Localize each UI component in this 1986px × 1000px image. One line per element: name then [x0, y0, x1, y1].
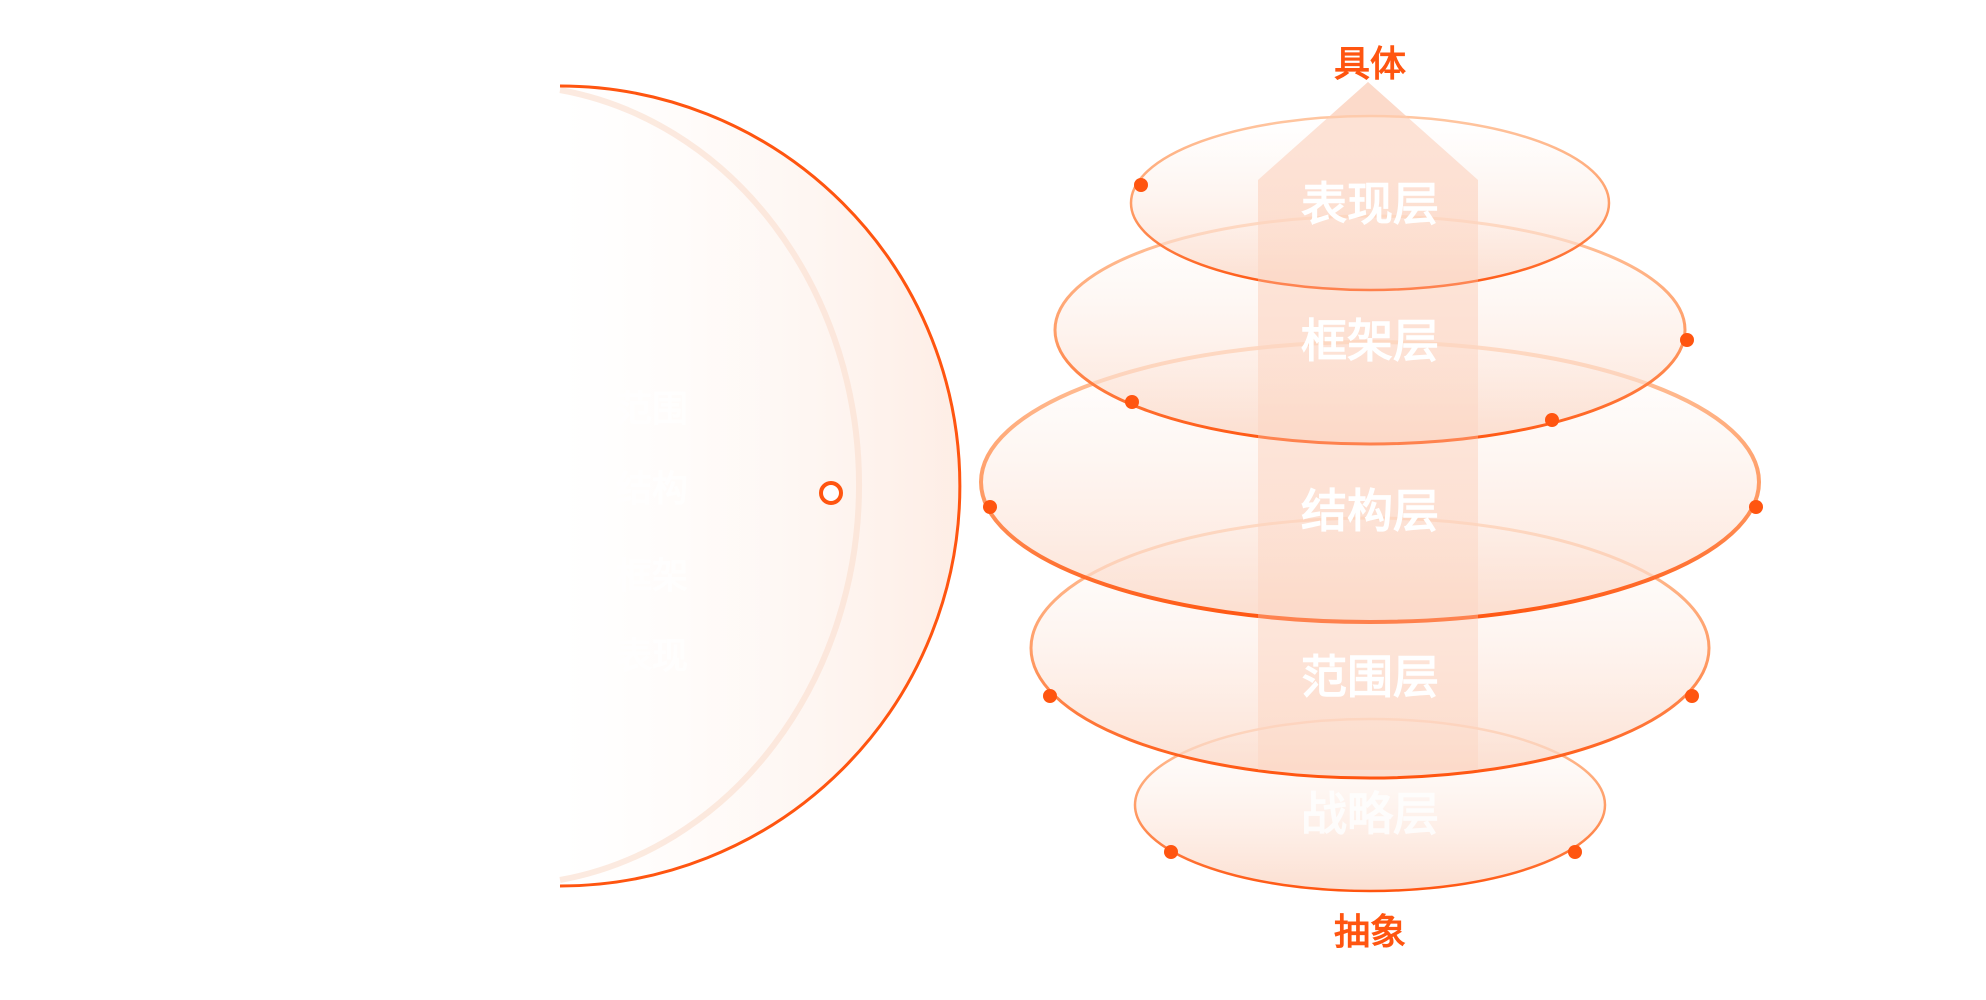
faint-label-2: 结构 [616, 469, 688, 510]
sphere-inner-arc [559, 87, 863, 883]
dot-icon [1043, 689, 1057, 703]
dot-icon [1545, 413, 1559, 427]
layer-stack: 表现层 框架层 结构层 范围层 战略层 具体 抽象 [979, 44, 1763, 953]
left-sphere: 范围 结构 框架 表现 [559, 84, 962, 888]
layer-dots [983, 178, 1763, 859]
sphere-fill [560, 86, 960, 886]
dot-icon [1134, 178, 1148, 192]
layer-label-structure: 结构层 [1301, 484, 1439, 538]
faint-label-4: 表现 [616, 636, 688, 677]
layer-label-strategy: 战略层 [1301, 787, 1439, 841]
faint-label-3: 框架 [616, 556, 688, 597]
layer-label-surface: 表现层 [1301, 177, 1439, 231]
dot-icon [983, 500, 997, 514]
sphere-handle-icon [819, 481, 843, 505]
dot-icon [1685, 689, 1699, 703]
layer-ellipse-surface [1129, 114, 1611, 292]
dot-icon [1680, 333, 1694, 347]
faint-label-1: 范围 [616, 389, 688, 430]
layer-label-framework: 框架层 [1301, 314, 1439, 368]
top-label: 具体 [1334, 44, 1406, 85]
dot-icon [1125, 395, 1139, 409]
dot-icon [1164, 845, 1178, 859]
layer-label-scope: 范围层 [1301, 650, 1439, 704]
arrow-overlay [1258, 82, 1478, 770]
sphere-outline [559, 84, 962, 888]
bottom-label: 抽象 [1334, 912, 1406, 953]
dot-icon [1568, 845, 1582, 859]
dot-icon [1749, 500, 1763, 514]
